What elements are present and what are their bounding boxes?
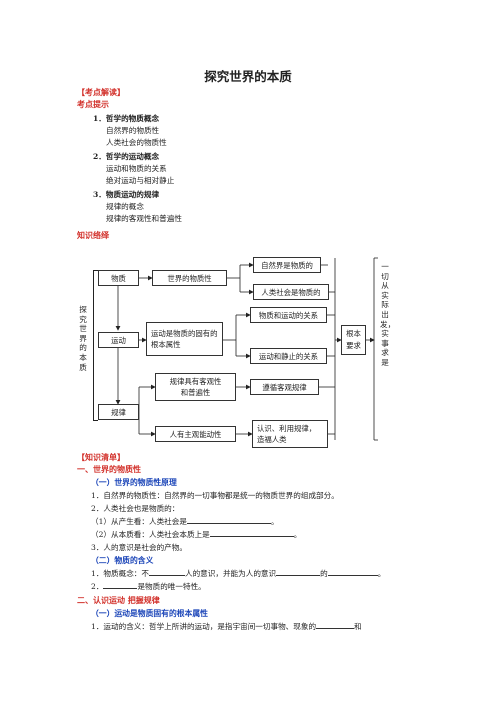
page-title: 探究世界的本质 [204,69,292,84]
point-1-head: 1．哲学的物质概念 [93,114,160,123]
left-bracket-bottom [93,420,98,421]
point-2-head: 2．哲学的运动概念 [93,152,160,161]
section-1-sub-2: （二）物质的含义 [91,556,154,565]
point-3-head: 3．物质运动的规律 [93,190,160,199]
diagram-conclusion-label: 一切从实际出发，实事求是 [380,262,396,367]
blank-2[interactable] [209,529,294,537]
line-chansheng: （1）从产生看：人类社会是。 [91,516,279,526]
left-bracket-top [93,270,98,271]
line-ziranjie: 1．自然界的物质性：自然界的一切事物都是统一的物质世界的组成部分。 [91,491,339,500]
kaodian-tishi-heading: 考点提示 [77,99,109,109]
box-genben-yaoqiu: 根本要求 [341,325,366,355]
box-shijie-wuzhixing: 世界的物质性 [152,270,227,286]
left-bracket [93,270,94,420]
box-renlei-shehui: 人类社会是物质的 [253,284,329,300]
line-yishi: 3．人的意识是社会的产物。 [91,543,187,552]
box-renshi-liyong: 认识、利用规律，造福人类 [252,420,328,448]
line-yundong-hanyi: 1．运动的含义：哲学上所讲的运动，是指宇宙间一切事物、现象的和 [91,621,362,631]
zhishi-qingdan-heading: 【知识清单】 [77,452,125,462]
point-3-sub-2: 规律的客观性和普遍性 [106,214,182,223]
box-zunxun: 遵循客观规律 [250,379,319,395]
box-wuzhi-yundong-guanxi: 物质和运动的关系 [250,307,327,323]
line-renlei-shehui: 2．人类社会也是物质的： [91,504,180,513]
point-2-sub-1: 运动和物质的关系 [106,164,167,173]
diagram-root-label: 探究世界的本质 [79,305,87,372]
section-1-sub-1: （一）世界的物质性原理 [91,478,177,487]
box-yundong-shuxing: 运动是物质的固有的根本属性 [146,322,223,356]
box-yundong: 运动 [98,332,139,348]
blank-4[interactable] [276,568,321,576]
point-3-sub-1: 规律的概念 [106,202,144,211]
blank-1[interactable] [186,516,271,524]
box-wuzhi: 物质 [98,270,139,286]
box-yundong-jingzhi: 运动和静止的关系 [250,348,327,364]
section-1-heading: 一、世界的物质性 [77,464,141,474]
point-1-sub-1: 自然界的物质性 [106,126,160,135]
blank-3[interactable] [149,568,185,576]
line-wuzhi-gainian: 1．物质概念：不人的意识，并能为人的意识的。 [91,568,386,578]
line-benzhi: （2）从本质看：人类社会本质上是。 [91,529,302,539]
box-ziranjie: 自然界是物质的 [253,257,321,273]
point-1-sub-2: 人类社会的物质性 [106,138,167,147]
blank-5[interactable] [327,568,378,576]
section-2-heading: 二、认识运动 把握规律 [77,595,160,605]
kaodian-jiedu-heading: 【考点解读】 [77,87,125,97]
point-2-sub-2: 绝对运动与相对静止 [106,176,175,185]
box-guilv-keguan: 规律具有客观性和普遍性 [155,373,236,401]
blank-7[interactable] [316,621,355,629]
box-guilv: 规律 [98,404,139,420]
section-2-sub-1: （一）运动是物质固有的根本属性 [91,609,208,618]
blank-6[interactable] [103,581,138,589]
zhishi-luoluo-heading: 知识络绎 [77,230,109,240]
line-weiyi-texing: 2．是物质的唯一特性。 [91,581,206,591]
box-zhuguan-nengdong: 人有主观能动性 [155,426,236,442]
